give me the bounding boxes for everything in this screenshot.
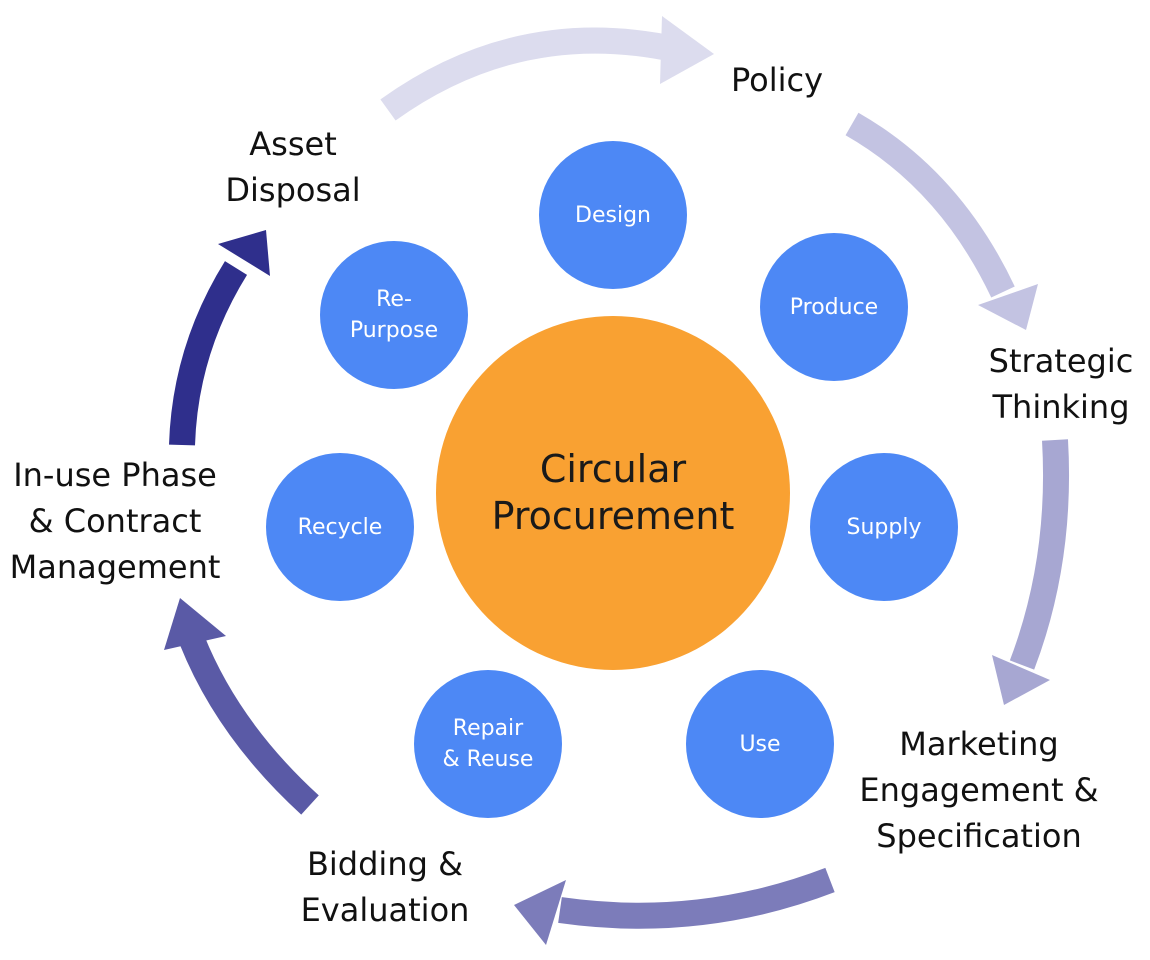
node-repair-reuse: Repair & Reuse — [414, 670, 562, 818]
arrow-to-marketing — [992, 439, 1070, 705]
stage-label-line-2: Disposal — [225, 171, 361, 209]
node-label-line-2: & Reuse — [442, 747, 534, 772]
stage-policy: Policy — [707, 57, 847, 103]
node-label: Design — [575, 202, 651, 228]
stage-label: Policy — [730, 61, 824, 99]
stage-label-line-2: Engagement & — [859, 771, 1099, 809]
stage-strategic-thinking: Strategic Thinking — [980, 338, 1142, 430]
stage-bidding: Bidding & Evaluation — [280, 841, 490, 933]
stage-label-line-1: In-use Phase — [13, 456, 217, 494]
stage-label-line-1: Marketing — [899, 725, 1059, 763]
center-title-line-1: Circular — [539, 447, 687, 491]
stage-label-line-1: Asset — [249, 125, 337, 163]
node-recycle: Recycle — [266, 453, 414, 601]
stage-in-use: In-use Phase & Contract Management — [2, 452, 228, 590]
stage-label-line-2: Evaluation — [300, 891, 470, 929]
stage-marketing: Marketing Engagement & Specification — [848, 721, 1110, 859]
arrow-to-bidding — [514, 867, 835, 945]
arrow-to-policy — [380, 16, 714, 121]
node-label-line-2: Purpose — [349, 318, 439, 343]
node-label: Supply — [846, 514, 922, 540]
node-use: Use — [686, 670, 834, 818]
arrow-to-asset-disposal — [169, 230, 270, 446]
stage-label-line-2: Thinking — [992, 388, 1130, 426]
node-design: Design — [539, 141, 687, 289]
circular-procurement-center: Circular Procurement — [436, 316, 790, 670]
arrow-to-in-use — [164, 598, 319, 815]
center-title-line-2: Procurement — [491, 494, 735, 538]
node-label-line-1: Re- — [376, 287, 412, 312]
stage-label-line-1: Bidding & — [306, 845, 464, 883]
node-supply: Supply — [810, 453, 958, 601]
arrow-to-strategic-thinking — [845, 112, 1038, 330]
stage-label-line-1: Strategic — [988, 342, 1134, 380]
stage-label-line-3: Management — [9, 548, 221, 586]
stage-asset-disposal: Asset Disposal — [208, 121, 378, 213]
node-label: Recycle — [297, 514, 383, 540]
node-label: Use — [739, 731, 781, 757]
node-re-purpose: Re- Purpose — [320, 241, 468, 389]
node-produce: Produce — [760, 233, 908, 381]
node-label-line-1: Repair — [452, 716, 524, 741]
node-label: Produce — [789, 294, 879, 320]
stage-label-line-3: Specification — [876, 817, 1082, 855]
stage-label-line-2: & Contract — [28, 502, 202, 540]
